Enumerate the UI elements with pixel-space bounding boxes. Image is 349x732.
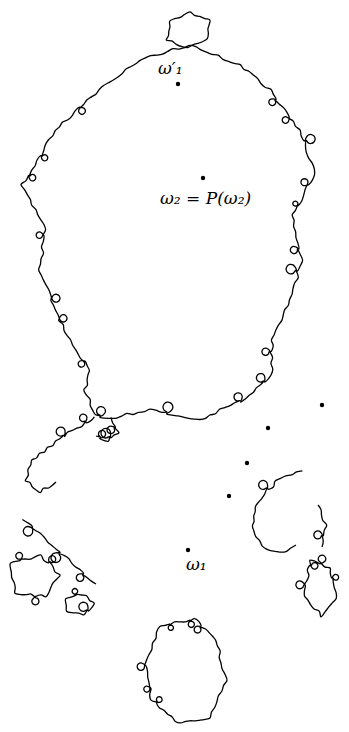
point-label: ω₁ [186, 556, 207, 573]
main-lower-curl [96, 417, 119, 441]
orbit-dot [320, 403, 324, 407]
point-label: ω₂ = P(ω₂) [160, 190, 251, 207]
orbit-dot [266, 426, 270, 430]
orbit-dot [227, 494, 231, 498]
right-spiral-arm [252, 471, 302, 552]
orbit-dot [245, 461, 249, 465]
point-label: ω′₁ [158, 60, 183, 77]
left-lower-arm [22, 520, 96, 584]
bottom-basin-outline [137, 619, 227, 723]
fixed-point-dot [186, 548, 190, 552]
fixed-point-dot [201, 176, 205, 180]
right-basin-outline [296, 555, 339, 617]
main-basin-outline [21, 45, 315, 419]
left-spiral-arm [25, 414, 94, 492]
small-basin-outline [65, 589, 94, 615]
right-short-arm [314, 505, 327, 547]
left-basin-outline [10, 552, 60, 604]
fixed-point-dot [176, 82, 180, 86]
top-basin-outline [166, 12, 210, 48]
